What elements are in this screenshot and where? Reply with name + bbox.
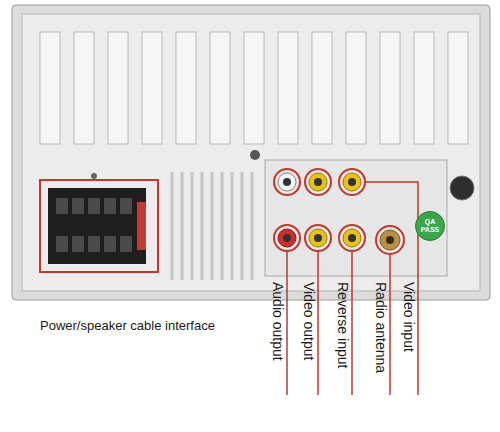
fin [346, 32, 366, 144]
vent-slot [181, 172, 184, 280]
jack-highlight [305, 225, 331, 251]
rca-jack-yellow [309, 229, 327, 247]
pin [56, 198, 68, 214]
pin [88, 236, 100, 252]
vent-slot [221, 172, 224, 280]
pin [104, 198, 116, 214]
fin [74, 32, 94, 144]
back-panel [22, 14, 480, 291]
fin [108, 32, 128, 144]
vent-slots [172, 172, 252, 280]
rca-panel [265, 160, 447, 276]
antenna-socket [380, 230, 400, 250]
connector-pins [56, 198, 132, 252]
port-label: Audio output [270, 282, 286, 361]
fin [312, 32, 332, 144]
pin [120, 198, 132, 214]
screw-hole [91, 173, 97, 179]
leader-line [365, 182, 418, 395]
vent-slot [251, 172, 254, 280]
fin [380, 32, 400, 144]
part-label: Power/speaker cable interface [40, 318, 215, 333]
jack-center [348, 178, 356, 186]
fin [244, 32, 264, 144]
vent-slot [191, 172, 194, 280]
leader-line [286, 251, 288, 395]
jack-center [314, 234, 322, 242]
jack-center [348, 234, 356, 242]
mount-hole [450, 176, 474, 200]
screw-hole [250, 150, 260, 160]
pin [72, 236, 84, 252]
jack-highlight [274, 225, 300, 251]
fin [210, 32, 230, 144]
jack-center [283, 234, 291, 242]
rca-jack-red [278, 229, 296, 247]
pin [104, 236, 116, 252]
port-label: Reverse input [335, 282, 351, 368]
vent-slot [201, 172, 204, 280]
leader-line [389, 254, 391, 395]
rca-jack-white [278, 173, 296, 191]
vent-slot [231, 172, 234, 280]
antenna-center [386, 236, 394, 244]
fin [40, 32, 60, 144]
fin [142, 32, 162, 144]
rca-jack-yellow [343, 173, 361, 191]
rca-jacks [274, 169, 365, 251]
leader-line [317, 251, 319, 395]
leader-line [351, 251, 353, 395]
sticker-text: QA PASS [418, 218, 442, 233]
port-label: Video input [401, 282, 417, 352]
jack-center [283, 178, 291, 186]
pin [56, 236, 68, 252]
fin [448, 32, 468, 144]
fin [278, 32, 298, 144]
fin [414, 32, 434, 144]
pin [120, 236, 132, 252]
port-label: Video output [301, 282, 317, 360]
rca-jack-yellow [309, 173, 327, 191]
iso-connector [48, 188, 146, 264]
qa-sticker: QA PASS [415, 211, 445, 241]
jack-highlight [305, 169, 331, 195]
fin [176, 32, 196, 144]
leader-lines [287, 182, 418, 395]
vent-slot [171, 172, 174, 280]
jack-center [314, 178, 322, 186]
pin [72, 198, 84, 214]
jack-highlight [339, 225, 365, 251]
port-label: Radio antenna [373, 282, 389, 373]
antenna-highlight [376, 226, 404, 254]
cooling-fins [40, 32, 468, 144]
highlight-box [40, 180, 158, 272]
jack-highlight [339, 169, 365, 195]
vent-slot [241, 172, 244, 280]
rca-jack-yellow [343, 229, 361, 247]
pin [88, 198, 100, 214]
connector-latch [137, 202, 146, 250]
jack-highlight [274, 169, 300, 195]
vent-slot [211, 172, 214, 280]
